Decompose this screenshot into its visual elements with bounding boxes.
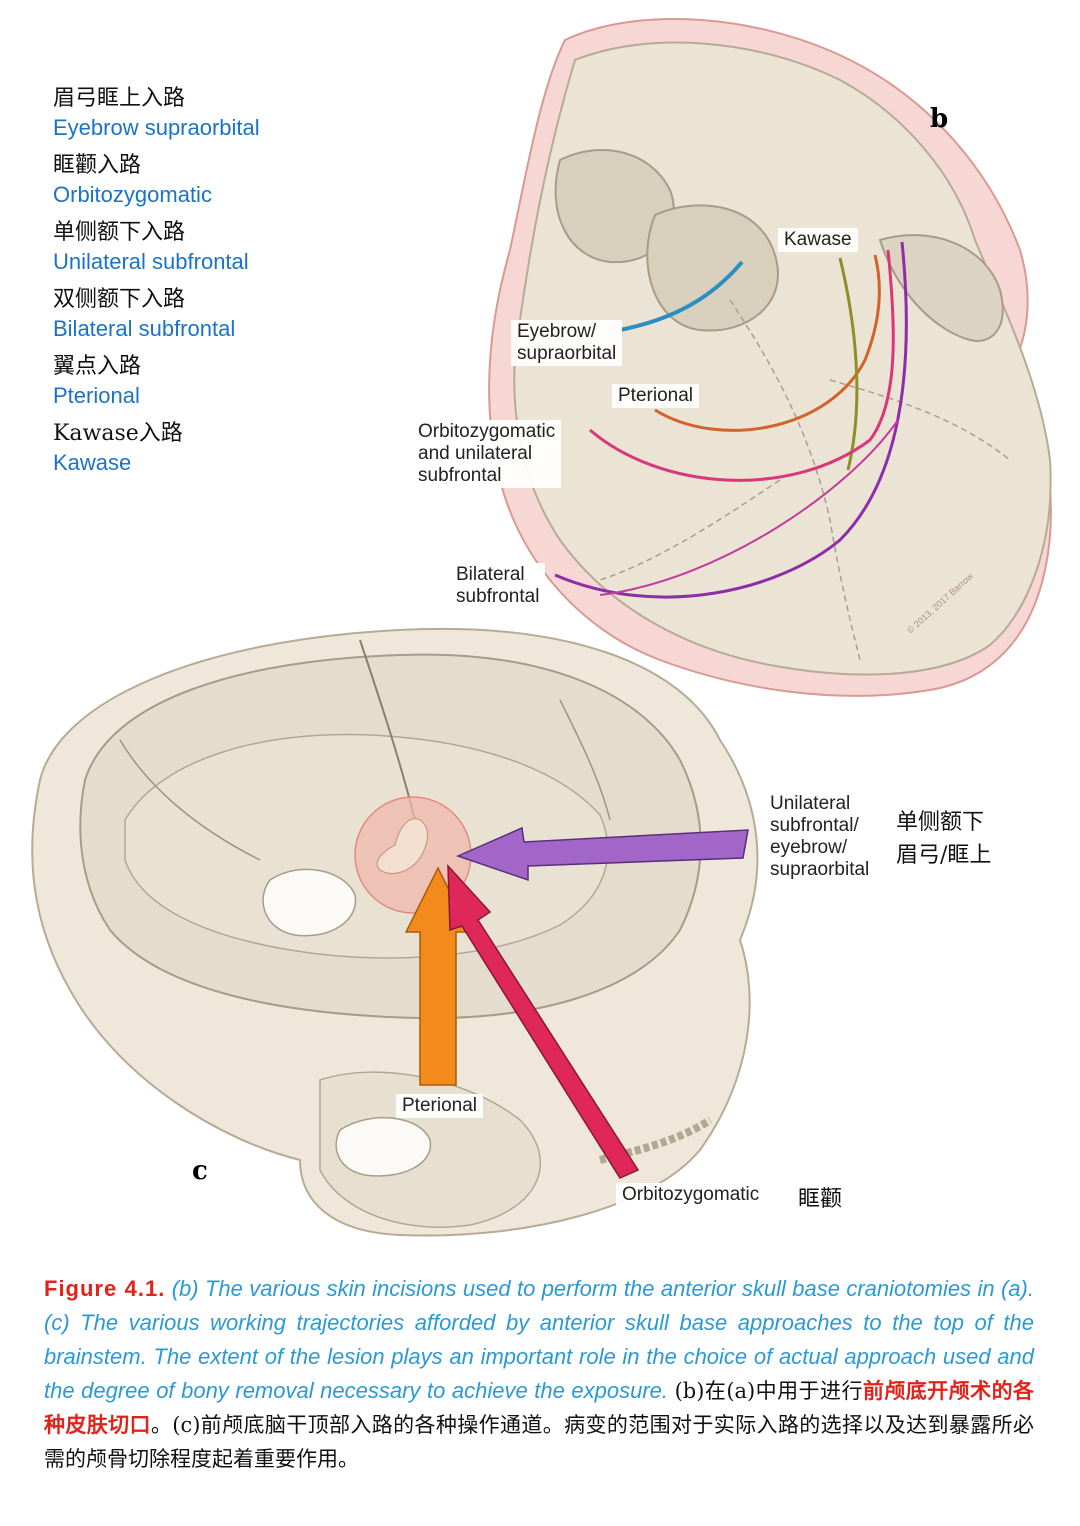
label-unilateral-zh: 单侧额下 眉弓/眶上 xyxy=(896,806,991,872)
label-unilateral-line2: subfrontal/ xyxy=(770,815,859,836)
label-eyebrow-line1: Eyebrow/ xyxy=(517,321,597,342)
legend-item: Kawase入路 Kawase xyxy=(53,419,383,486)
fossa-line-left xyxy=(119,739,261,861)
panel-c-label: c xyxy=(192,1156,208,1186)
label-eyebrow-line2: supraorbital xyxy=(517,343,617,364)
label-oz-line1: Orbitozygomatic xyxy=(418,421,556,442)
incision-oz xyxy=(589,249,895,482)
legend-en: Unilateral subfrontal xyxy=(53,249,249,274)
legend-en: Pterional xyxy=(53,383,140,408)
arrow-orbitozygomatic xyxy=(447,863,640,1179)
legend-zh: 单侧额下入路 xyxy=(53,220,186,245)
legend-zh: 眶颧入路 xyxy=(53,153,142,178)
label-bilateral: Bilateral subfrontal xyxy=(450,563,546,609)
orbit-c xyxy=(335,1117,432,1177)
legend-item: 双侧额下入路 Bilateral subfrontal xyxy=(53,285,383,352)
label-kawase: Kawase xyxy=(778,228,858,252)
suture-sagittal xyxy=(599,479,781,581)
figure-caption: Figure 4.1. (b) The various skin incisio… xyxy=(44,1272,1034,1476)
label-oz-b: Orbitozygomatic and unilateral subfronta… xyxy=(412,420,562,488)
foramen-left xyxy=(262,868,357,937)
label-unilateral-line3: eyebrow/ xyxy=(770,837,848,858)
fossa-line-right xyxy=(559,699,611,821)
label-unilateral: Unilateral subfrontal/ eyebrow/ supraorb… xyxy=(770,793,869,881)
legend-zh: 翼点入路 xyxy=(53,354,142,379)
label-bilateral-line2: subfrontal xyxy=(456,586,540,607)
zygoma xyxy=(878,234,1004,342)
legend-en: Bilateral subfrontal xyxy=(53,316,236,341)
incision-bilateral-2 xyxy=(599,419,899,596)
panel-b-label: b xyxy=(930,104,949,134)
legend-en: Kawase xyxy=(53,450,132,475)
legend-item: 翼点入路 Pterional xyxy=(53,352,383,419)
label-pterional-c: Pterional xyxy=(396,1094,483,1118)
dorsum-sellae xyxy=(376,818,429,875)
label-orbitozygomatic-c: Orbitozygomatic xyxy=(616,1183,766,1207)
caption-chinese-2: 。(c)前颅底脑干顶部入路的各种操作通道。病变的范围对于实际入路的选择以及达到暴… xyxy=(44,1413,1034,1471)
incision-eyebrow xyxy=(619,260,744,332)
label-unilateral-zh-line2: 眉弓/眶上 xyxy=(896,843,992,868)
label-oz-line2: and unilateral xyxy=(418,443,533,464)
label-unilateral-line1: Unilateral xyxy=(770,793,851,814)
orbit-right xyxy=(646,204,779,332)
suture-squamous xyxy=(829,379,1011,461)
figure-number: Figure 4.1. xyxy=(44,1276,166,1301)
caption-chinese-highlight: 前颅底开颅术的各种皮肤切口 xyxy=(44,1379,1035,1437)
suture-coronal xyxy=(729,299,861,661)
label-unilateral-line4: supraorbital xyxy=(770,859,870,880)
approach-legend: 眉弓眶上入路 Eyebrow supraorbital 眶颧入路 Orbitoz… xyxy=(53,84,383,486)
legend-item: 眶颧入路 Orbitozygomatic xyxy=(53,151,383,218)
label-oz-line3: subfrontal xyxy=(418,465,502,486)
incision-bilateral xyxy=(554,241,908,599)
legend-item: 单侧额下入路 Unilateral subfrontal xyxy=(53,218,383,285)
label-eyebrow: Eyebrow/ supraorbital xyxy=(511,320,623,366)
incision-pterional xyxy=(654,254,881,432)
legend-en: Eyebrow supraorbital xyxy=(53,115,260,140)
legend-en: Orbitozygomatic xyxy=(53,182,212,207)
label-orbitozygomatic-zh: 眶颧 xyxy=(798,1187,843,1212)
legend-zh: 双侧额下入路 xyxy=(53,287,186,312)
legend-item: 眉弓眶上入路 Eyebrow supraorbital xyxy=(53,84,383,151)
label-bilateral-line1: Bilateral xyxy=(456,564,525,585)
incision-kawase xyxy=(838,257,859,471)
panel-b-skull xyxy=(488,17,1052,697)
label-pterional-b: Pterional xyxy=(612,384,699,408)
panel-c-skull xyxy=(31,627,759,1237)
caption-chinese-1: (b)在(a)中用于进行 xyxy=(674,1379,863,1403)
legend-zh: 眉弓眶上入路 xyxy=(53,86,186,111)
label-unilateral-zh-line1: 单侧额下 xyxy=(896,810,985,835)
arrow-unilateral xyxy=(455,826,749,882)
legend-zh: Kawase入路 xyxy=(53,421,183,446)
caption-english: (b) The various skin incisions used to p… xyxy=(44,1276,1034,1403)
